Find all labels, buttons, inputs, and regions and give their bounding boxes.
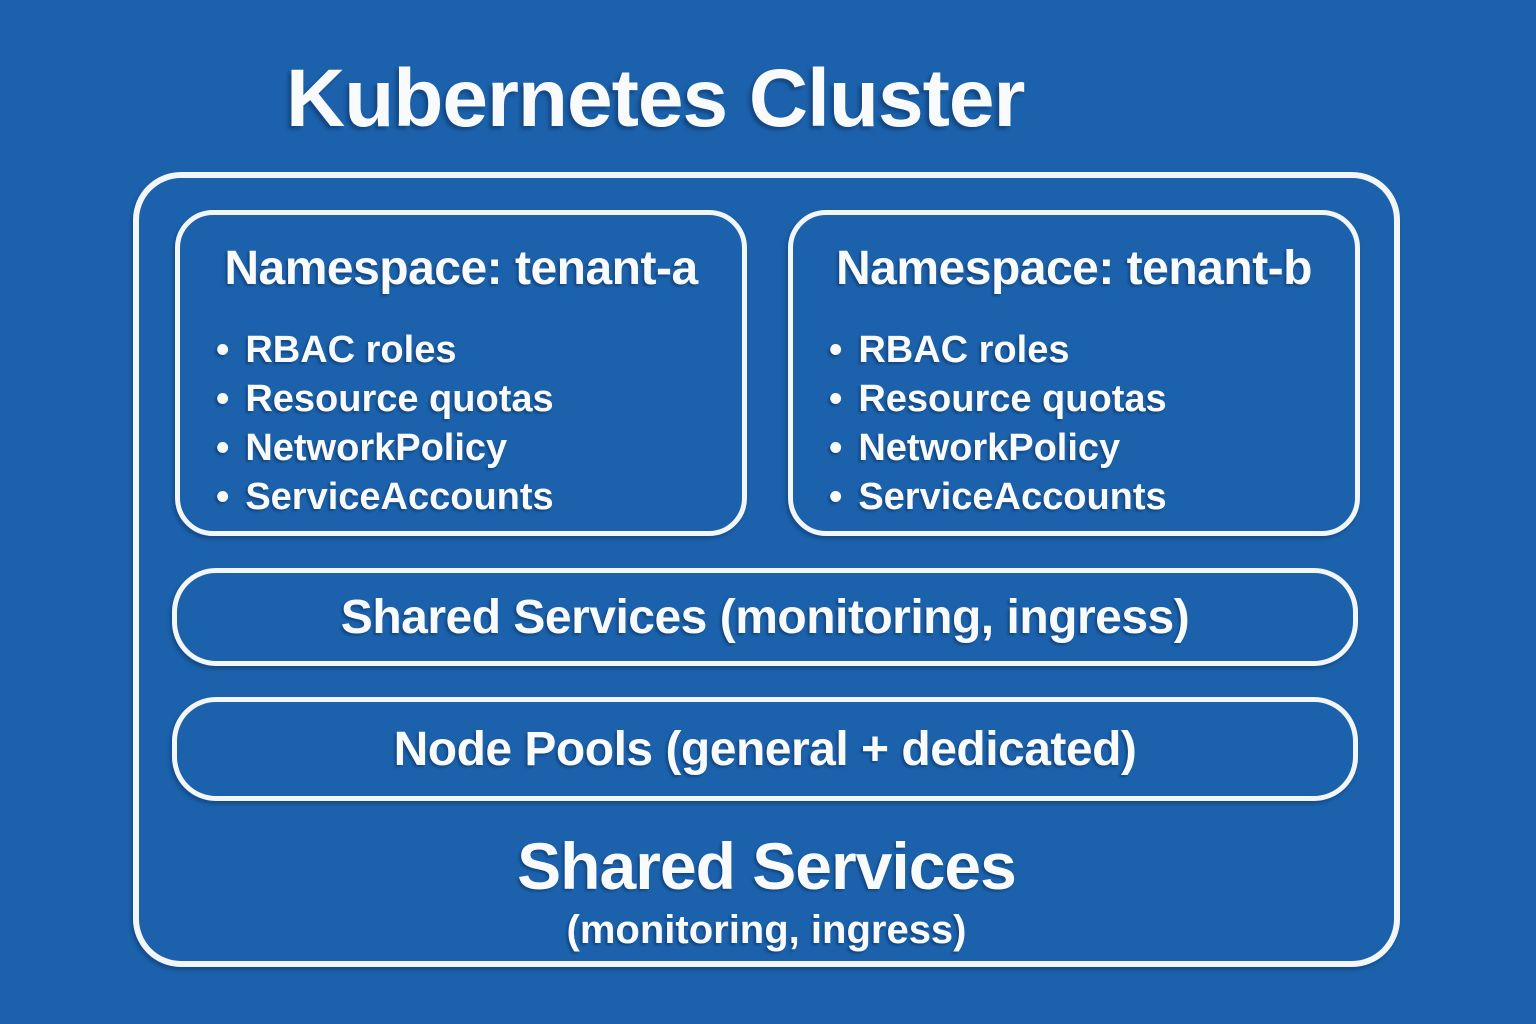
bullet-icon: • [829, 378, 843, 420]
namespace-b-feature-list: • RBAC roles • Resource quotas • NetworkPol… [793, 326, 1355, 522]
list-item-label: NetworkPolicy [245, 427, 508, 469]
diagram-title: Kubernetes Cluster [286, 53, 1025, 144]
list-item: • ServiceAccounts [829, 473, 1355, 522]
cluster-container: Namespace: tenant-a • RBAC roles • Resourc… [133, 172, 1400, 967]
bullet-icon: • [829, 427, 843, 469]
list-item-label: RBAC roles [858, 329, 1070, 371]
list-item-label: ServiceAccounts [245, 476, 554, 518]
namespace-panel-tenant-b: Namespace: tenant-b • RBAC roles • Resourc… [788, 210, 1360, 536]
node-pools-bar: Node Pools (general + dedicated) [172, 697, 1358, 801]
bullet-icon: • [216, 378, 230, 420]
list-item: • Resource quotas [216, 375, 742, 424]
bullet-icon: • [216, 427, 230, 469]
list-item-label: Resource quotas [858, 378, 1167, 420]
namespace-b-title: Namespace: tenant-b [836, 242, 1312, 295]
list-item-label: NetworkPolicy [858, 427, 1121, 469]
shared-services-bar-label: Shared Services (monitoring, ingress) [340, 590, 1190, 644]
bullet-icon: • [216, 329, 230, 371]
list-item-label: Resource quotas [245, 378, 554, 420]
list-item-label: ServiceAccounts [858, 476, 1167, 518]
footer-shared-services-subtitle: (monitoring, ingress) [566, 908, 967, 952]
list-item-label: RBAC roles [245, 329, 457, 371]
list-item: • Resource quotas [829, 375, 1355, 424]
shared-services-bar: Shared Services (monitoring, ingress) [172, 568, 1358, 666]
namespace-a-feature-list: • RBAC roles • Resource quotas • NetworkPol… [180, 326, 742, 522]
footer-shared-services-title: Shared Services [517, 829, 1017, 903]
list-item: • RBAC roles [216, 326, 742, 375]
namespace-a-title: Namespace: tenant-a [224, 242, 698, 295]
list-item: • NetworkPolicy [829, 424, 1355, 473]
namespace-panel-tenant-a: Namespace: tenant-a • RBAC roles • Resourc… [175, 210, 747, 536]
list-item: • NetworkPolicy [216, 424, 742, 473]
bullet-icon: • [829, 329, 843, 371]
bullet-icon: • [829, 476, 843, 518]
list-item: • RBAC roles [829, 326, 1355, 375]
bullet-icon: • [216, 476, 230, 518]
node-pools-bar-label: Node Pools (general + dedicated) [393, 722, 1137, 776]
list-item: • ServiceAccounts [216, 473, 742, 522]
